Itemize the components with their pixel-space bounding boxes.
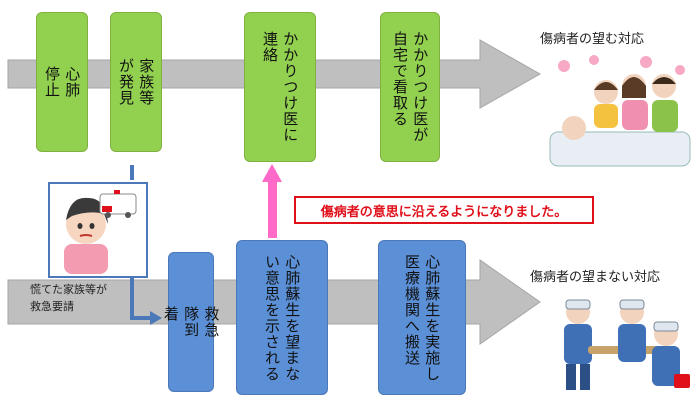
step-family-discovers: 家族等 が発見	[110, 12, 162, 152]
flowers-icon	[558, 55, 685, 75]
pink-arrow-head	[262, 164, 282, 182]
paramedic-2-icon	[618, 299, 646, 362]
step-cpr-transport: 心肺蘇生を実施し 医療機関へ搬送	[378, 240, 466, 395]
step-contact-doctor: かかりつけ医に 連絡	[244, 12, 316, 162]
step-ems-arrive: 救急 隊到 着	[162, 252, 220, 392]
family-bedside-illustration	[549, 55, 691, 167]
patient-icon	[562, 116, 586, 140]
ems-stretcher-illustration	[564, 299, 690, 390]
step-ems-arrive-label: 救急 隊到 着	[161, 306, 221, 338]
step-family-discovers-label: 家族等 が発見	[117, 58, 156, 106]
panicked-person-icon	[64, 190, 137, 274]
step-doctor-home: かかりつけ医が 自宅で看取る	[380, 12, 440, 162]
call-connector-arrow	[130, 278, 150, 320]
step-cpr-transport-label: 心肺蘇生を実施し 医療機関へ搬送	[403, 253, 442, 382]
step-contact-doctor-label: かかりつけ医に 連絡	[261, 31, 300, 143]
caption-desired-response: 傷病者の望む対応	[540, 32, 645, 47]
step-no-cpr-wish-label: 心肺蘇生を望まな い意思を示される	[263, 253, 302, 382]
family-panic-illustration	[48, 182, 148, 278]
step-doctor-home-label: かかりつけ医が 自宅で看取る	[391, 31, 430, 143]
aed-case-icon	[674, 374, 690, 388]
caption-undesired-response: 傷病者の望まない対応	[530, 270, 661, 285]
step-no-cpr-wish: 心肺蘇生を望まな い意思を示される	[236, 240, 328, 395]
family-call-note: 慌てた家族等が 救急要請	[30, 283, 107, 313]
bed-icon	[549, 131, 691, 167]
step-cardiac-arrest-label: 心肺 停止	[43, 66, 82, 98]
improvement-message: 傷病者の意思に沿えるようになりました。	[294, 196, 594, 224]
pink-arrow-shaft	[268, 182, 277, 238]
step-cardiac-arrest: 心肺 停止	[36, 12, 88, 152]
paramedic-icon	[564, 299, 592, 390]
paramedic-3-icon	[652, 321, 690, 388]
call-arrow-head	[150, 311, 162, 325]
